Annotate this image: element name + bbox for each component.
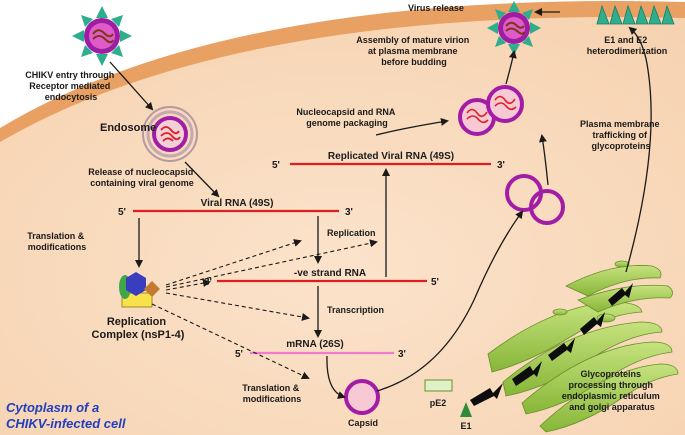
solid-arrows <box>109 8 652 399</box>
e1e2-label: E1 and E2 heterodimerization <box>587 35 668 56</box>
capsid-ring-pair-icon <box>505 174 565 225</box>
glycoprotein-spike-icon <box>596 4 675 25</box>
replication-complex-label: Replication Complex (nsP1-4) <box>92 316 185 341</box>
cytoplasm-label: Cytoplasm of a CHIKV-infected cell <box>6 400 126 431</box>
capsid-label: Capsid <box>348 418 378 428</box>
capsid-icon <box>344 379 380 415</box>
assembly-label: Assembly of mature virion at plasma memb… <box>356 35 472 67</box>
glyco-processing-label: Glycoproteins processing through endopla… <box>562 369 663 412</box>
virus-particle-icon <box>72 6 132 66</box>
replicated-rna-5-end: 5' <box>272 160 280 171</box>
dashed-arrows <box>151 239 378 380</box>
neg-strand-3-end: 3' <box>204 277 212 288</box>
endosome-icon <box>142 106 198 162</box>
neg-strand-5-end: 5' <box>431 277 439 288</box>
packaging-label: Nucleocapsid and RNA genome packaging <box>296 107 397 128</box>
released-virus-icon <box>487 1 541 55</box>
mrna-label: mRNA (26S) <box>286 339 343 350</box>
nucleocapsid-icon <box>458 85 524 136</box>
plasma-trafficking-label: Plasma membrane trafficking of glycoprot… <box>580 119 662 151</box>
entry-label: CHIKV entry through Receptor mediated en… <box>25 70 117 102</box>
e1-label: E1 <box>460 421 471 431</box>
replicated-rna-3-end: 3' <box>497 160 505 171</box>
neg-strand-label: -ve strand RNA <box>294 268 366 279</box>
glycoprotein-transport-arrows <box>470 283 633 406</box>
endosome-label: Endosome <box>100 122 156 134</box>
viral-rna-5-end: 5' <box>118 207 126 218</box>
golgi-icon <box>487 260 679 433</box>
translation-label-2: Translation & modifications <box>242 383 302 404</box>
pe2-icon <box>424 379 453 392</box>
mrna-3-end: 3' <box>398 349 406 360</box>
viral-rna-3-end: 3' <box>345 207 353 218</box>
e1-icon <box>460 402 472 417</box>
release-nucleocapsid-label: Release of nucleocapsid containing viral… <box>88 167 196 188</box>
replication-label: Replication <box>327 228 376 238</box>
virus-release-label: Virus release <box>408 3 464 13</box>
pe2-label: pE2 <box>430 398 447 408</box>
mrna-5-end: 5' <box>235 349 243 360</box>
viral-rna-label: Viral RNA (49S) <box>201 198 274 209</box>
replicated-rna-label: Replicated Viral RNA (49S) <box>328 151 454 162</box>
replication-complex-icon <box>119 272 160 308</box>
translation-label-1: Translation & modifications <box>27 231 87 252</box>
transcription-label: Transcription <box>327 305 384 315</box>
